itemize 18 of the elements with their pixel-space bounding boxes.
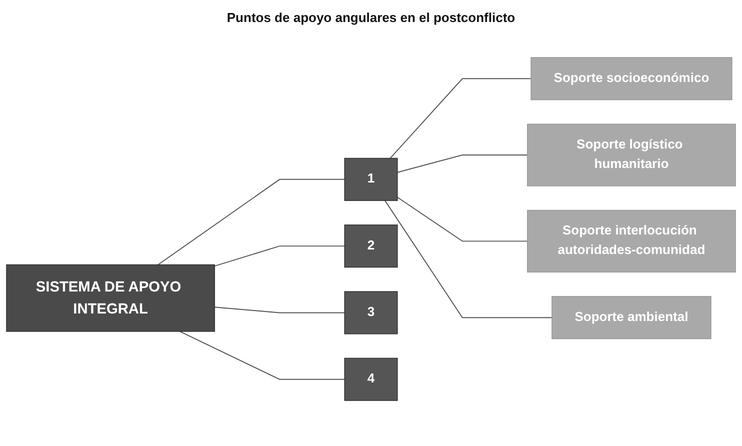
node-box: 2 <box>344 224 398 268</box>
connector <box>390 78 532 159</box>
node-box: 4 <box>344 358 398 401</box>
connector <box>384 200 552 318</box>
connector <box>158 178 346 266</box>
node-box: Soporte ambiental <box>552 296 712 340</box>
connector <box>214 246 346 267</box>
node-box: Soporte socioeconómico <box>530 57 732 100</box>
node-box: 1 <box>344 158 398 201</box>
diagram-title: Puntos de apoyo angulares en el postconflicto <box>226 10 516 25</box>
node-box: Soporte interlocución autoridades-comunidad <box>527 210 736 272</box>
connector <box>214 306 346 314</box>
connector <box>179 330 346 380</box>
node-box: Soporte logístico humanitario <box>527 124 736 186</box>
node-box: SISTEMA DE APOYO INTEGRAL <box>6 264 215 332</box>
node-box: 3 <box>344 291 398 334</box>
connector <box>396 196 528 242</box>
connector <box>396 154 528 173</box>
